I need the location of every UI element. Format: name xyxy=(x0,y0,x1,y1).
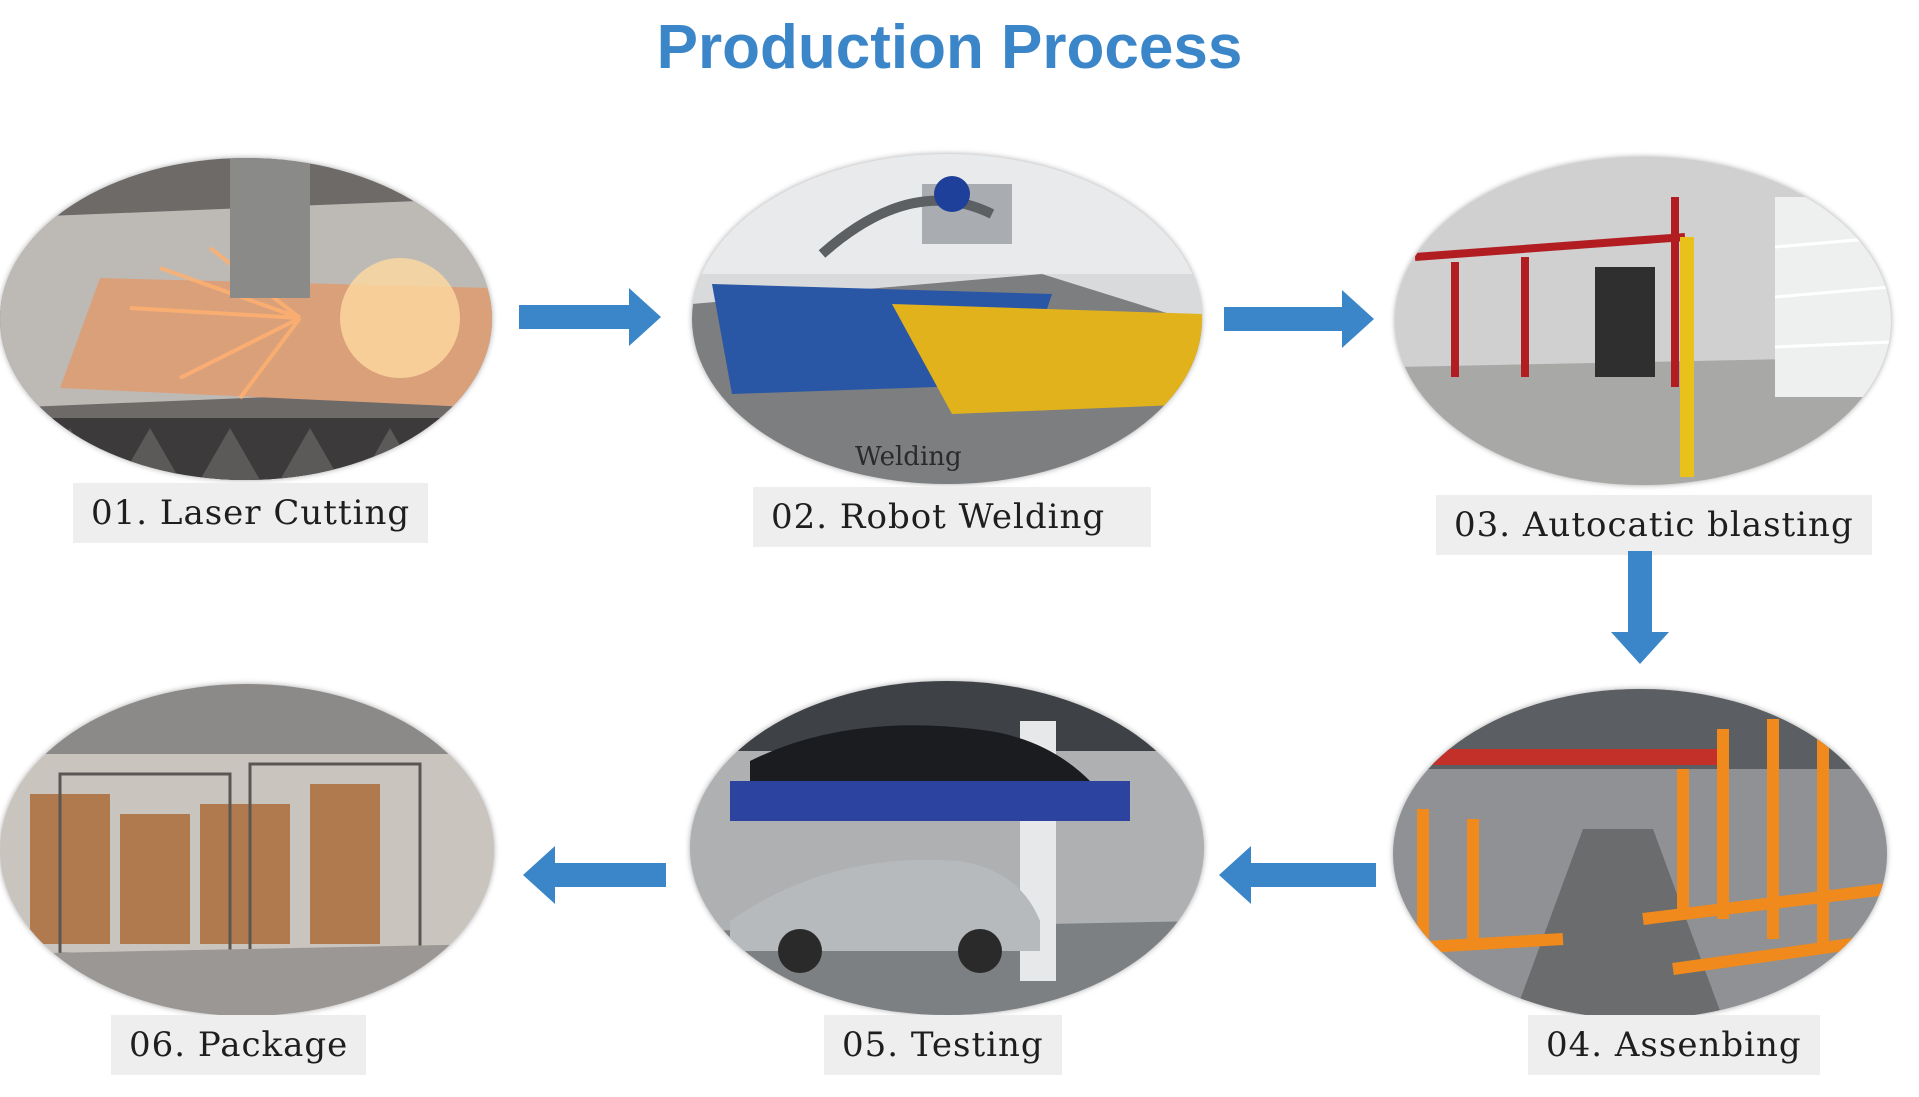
parking-lift-test-photo xyxy=(690,681,1204,1015)
arrow-right-icon xyxy=(519,288,661,346)
assembly-line-photo xyxy=(1393,689,1887,1019)
step-03-label: 03. Autocatic blasting xyxy=(1436,495,1872,555)
step-05-label: 05. Testing xyxy=(824,1015,1062,1075)
robot-welding-photo: Welding xyxy=(692,154,1202,484)
arrow-left-icon xyxy=(1219,846,1376,904)
blasting-line-photo xyxy=(1395,157,1891,485)
photo-caption-welding: Welding xyxy=(855,442,962,472)
laser-cutting-photo xyxy=(0,158,492,480)
arrow-down-icon xyxy=(1611,551,1669,664)
step-02-label: 02. Robot Welding xyxy=(753,487,1151,547)
step-01-label: 01. Laser Cutting xyxy=(73,483,429,543)
arrow-left-icon xyxy=(523,846,666,904)
packaged-goods-photo xyxy=(0,684,494,1016)
arrow-right-icon xyxy=(1224,290,1374,348)
step-04-label: 04. Assenbing xyxy=(1528,1015,1820,1075)
page-title: Production Process xyxy=(656,13,1243,82)
step-06-label: 06. Package xyxy=(111,1015,367,1075)
